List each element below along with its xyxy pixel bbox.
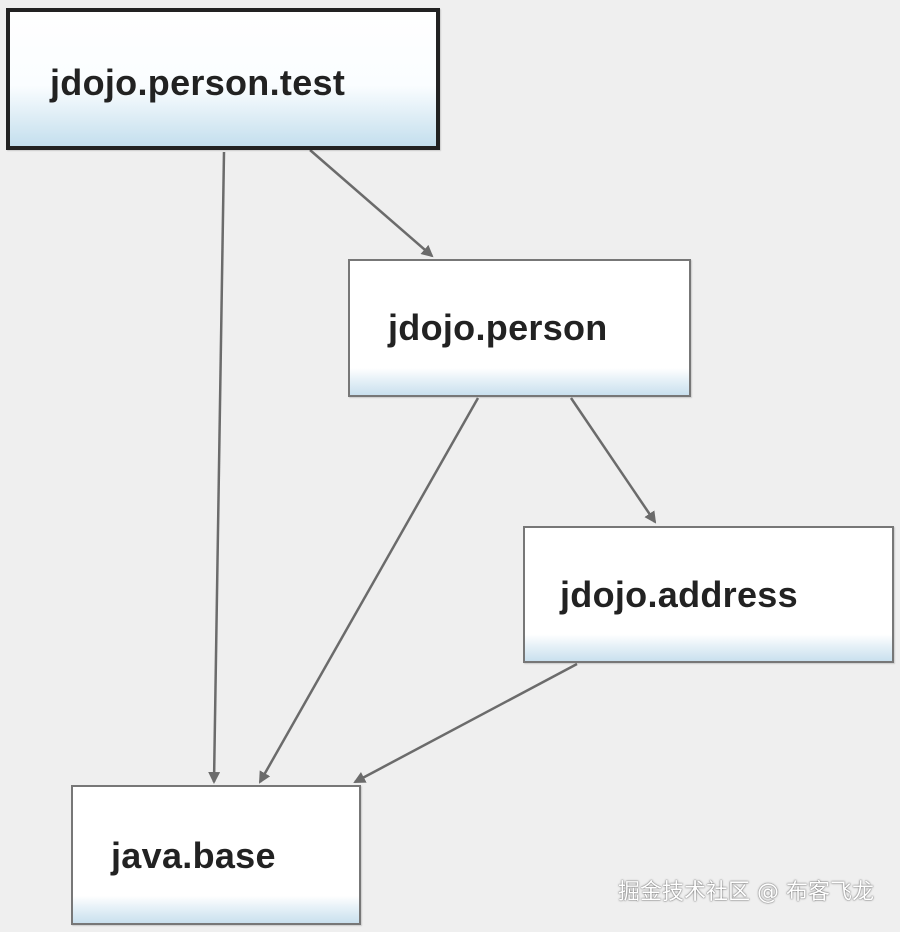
edge-jdojo-person-to-java-base — [258, 397, 480, 784]
module-label-person: jdojo.person — [388, 307, 608, 348]
module-node-java-base[interactable]: java.base — [71, 785, 361, 925]
edge-jdojo-address-to-java-base — [353, 662, 578, 784]
module-node-address[interactable]: jdojo.address — [523, 526, 894, 663]
watermark-text: 掘金技术社区 @ 布客飞龙 — [618, 880, 874, 905]
edge-jdojo-person-test-to-java-base — [208, 151, 226, 784]
edge-jdojo-person-to-jdojo-address — [569, 397, 657, 524]
module-label-java-base: java.base — [111, 835, 276, 876]
module-label-address: jdojo.address — [560, 574, 798, 615]
module-label-person-test: jdojo.person.test — [50, 62, 346, 103]
module-node-person[interactable]: jdojo.person — [348, 259, 691, 397]
edge-jdojo-person-test-to-jdojo-person — [309, 149, 434, 258]
module-node-person-test[interactable]: jdojo.person.test — [6, 8, 440, 150]
